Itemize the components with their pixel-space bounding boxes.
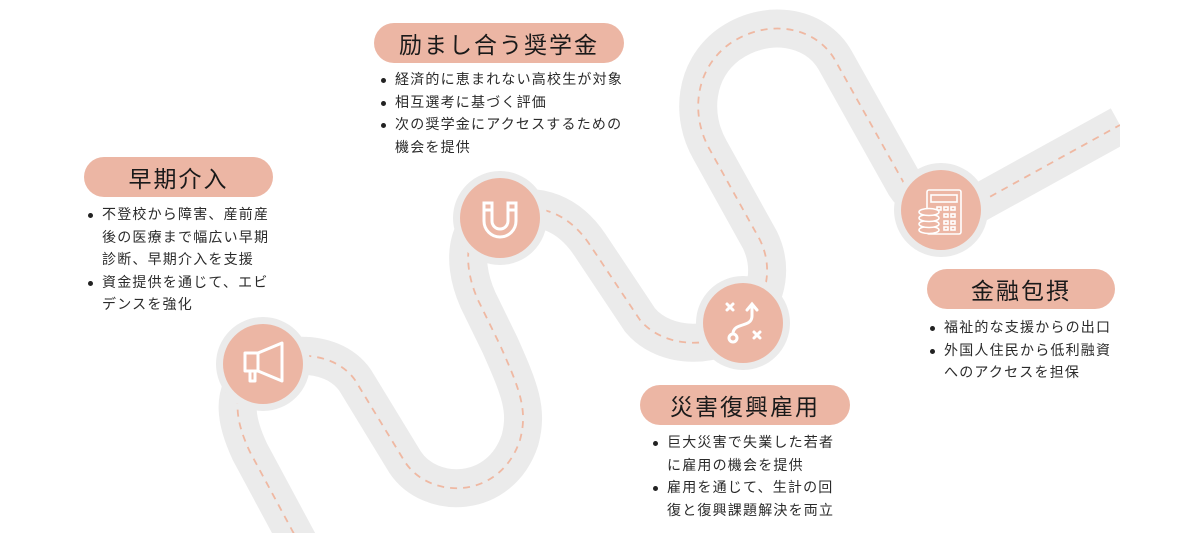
milestone-early-intervention bbox=[216, 317, 310, 411]
step-bullets-financial-inclusion: 福祉的な支援からの出口 外国人住民から低利融資へのアクセスを担保 bbox=[928, 317, 1111, 385]
step-title-early-intervention: 早期介入 bbox=[84, 157, 273, 197]
bullet-item: 不登校から障害、産前産後の医療まで幅広い早期診断、早期介入を支援 bbox=[86, 204, 269, 272]
bullet-line: 診断、早期介入を支援 bbox=[102, 252, 254, 268]
bullet-line: 後の医療まで幅広い早期 bbox=[102, 229, 270, 246]
bullet-line: 経済的に恵まれない高校生が対象 bbox=[395, 72, 623, 88]
bullet-line: 復と復興課題解決を両立 bbox=[667, 502, 835, 519]
strategy-path-icon bbox=[725, 301, 762, 344]
bullet-line: 資金提供を通じて、エビ bbox=[102, 274, 269, 291]
step-title-financial-inclusion: 金融包摂 bbox=[927, 269, 1115, 309]
step-bullets-disaster-employment: 巨大災害で失業した若者に雇用の機会を提供 雇用を通じて、生計の回復と復興課題解決… bbox=[651, 432, 834, 522]
bullet-line: 雇用を通じて、生計の回 bbox=[667, 480, 834, 496]
step-title-scholarship: 励まし合う奨学金 bbox=[374, 23, 624, 63]
bullet-line: 福祉的な支援からの出口 bbox=[944, 320, 1112, 336]
bullet-item: 巨大災害で失業した若者に雇用の機会を提供 bbox=[651, 432, 834, 477]
bullet-item: 相互選考に基づく評価 bbox=[379, 92, 623, 115]
megaphone-icon bbox=[243, 341, 284, 383]
bullet-line: 次の奨学金にアクセスするための bbox=[395, 117, 623, 133]
milestone-disaster-employment bbox=[696, 276, 790, 370]
step-bullets-early-intervention: 不登校から障害、産前産後の医療まで幅広い早期診断、早期介入を支援 資金提供を通じ… bbox=[86, 204, 269, 317]
bullet-line: へのアクセスを担保 bbox=[944, 365, 1081, 381]
bullet-line: 巨大災害で失業した若者 bbox=[667, 435, 835, 451]
calculator-coins-icon bbox=[918, 189, 962, 235]
magnet-icon bbox=[482, 201, 518, 239]
road-centerline bbox=[236, 27, 1121, 533]
bullet-item: 資金提供を通じて、エビデンスを強化 bbox=[86, 272, 269, 317]
bullet-item: 経済的に恵まれない高校生が対象 bbox=[379, 69, 623, 92]
bullet-line: 機会を提供 bbox=[395, 139, 471, 156]
bullet-line: 外国人住民から低利融資 bbox=[944, 342, 1112, 359]
bullet-item: 雇用を通じて、生計の回復と復興課題解決を両立 bbox=[651, 477, 834, 522]
bullet-line: 不登校から障害、産前産 bbox=[102, 207, 270, 223]
milestone-scholarship bbox=[453, 171, 547, 265]
bullet-line: デンスを強化 bbox=[102, 297, 193, 313]
step-bullets-scholarship: 経済的に恵まれない高校生が対象 相互選考に基づく評価 次の奨学金にアクセスするた… bbox=[379, 69, 623, 159]
bullet-item: 次の奨学金にアクセスするための機会を提供 bbox=[379, 114, 623, 159]
bullet-item: 福祉的な支援からの出口 bbox=[928, 317, 1111, 340]
milestone-financial-inclusion bbox=[894, 163, 988, 257]
step-title-disaster-employment: 災害復興雇用 bbox=[640, 385, 850, 425]
bullet-line: 相互選考に基づく評価 bbox=[395, 94, 547, 111]
bullet-item: 外国人住民から低利融資へのアクセスを担保 bbox=[928, 340, 1111, 385]
bullet-line: に雇用の機会を提供 bbox=[667, 457, 804, 474]
